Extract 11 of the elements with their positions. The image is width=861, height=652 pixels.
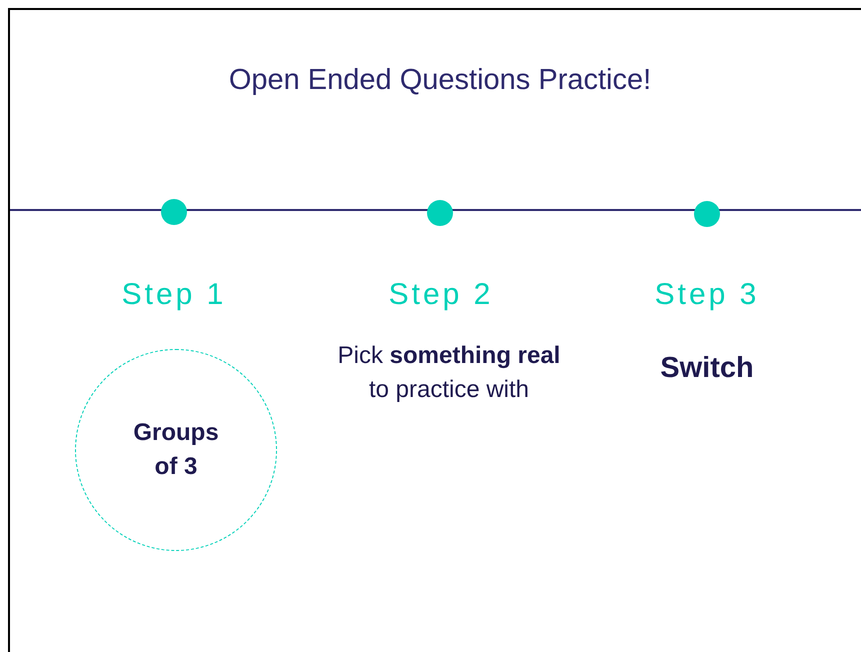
step-description: Switch — [659, 351, 755, 385]
title: Open Ended Questions Practice! — [228, 63, 652, 98]
timeline-dot — [694, 201, 720, 227]
step-description: Pick something real to practice with — [336, 341, 562, 405]
step-heading: Step 1 — [120, 278, 228, 312]
circle-text: Groups of 3 — [132, 418, 220, 482]
timeline-dot — [427, 200, 453, 226]
step-heading: Step 2 — [388, 278, 494, 312]
timeline-dot — [161, 199, 187, 225]
step-heading: Step 3 — [654, 278, 760, 312]
dashed-circle — [75, 349, 277, 551]
